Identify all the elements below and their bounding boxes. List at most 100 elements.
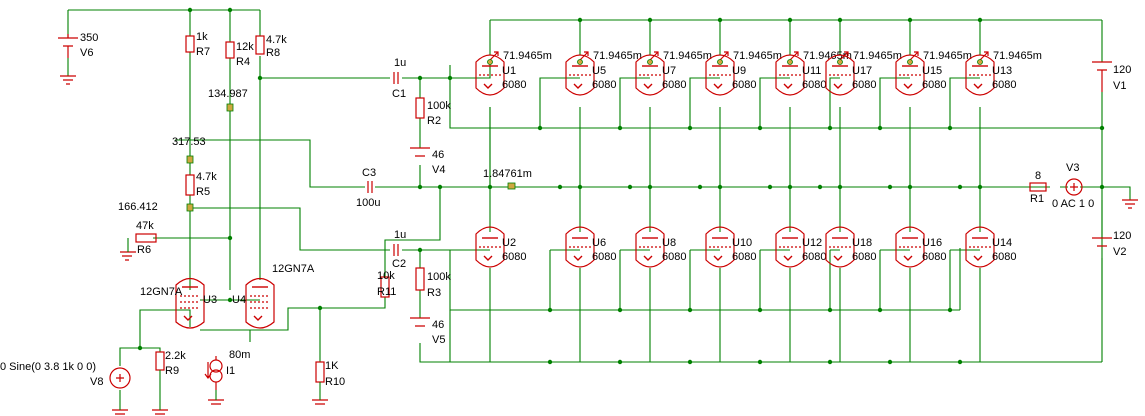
tube-type-u12: 6080 xyxy=(802,251,826,263)
tube-label-u11: U11 xyxy=(802,65,821,77)
label-c3-value: 100u xyxy=(356,197,380,209)
resistor-r3 xyxy=(415,267,425,291)
current-probe-label: 71.9465m xyxy=(503,50,552,62)
batteries xyxy=(58,34,1112,327)
current-probe-label: 71.9465m xyxy=(663,50,712,62)
label-v3-name: V3 xyxy=(1066,162,1079,174)
tube-label-u1: U1 xyxy=(502,65,516,77)
tube-u3 xyxy=(175,277,205,329)
tube-label-u18: U18 xyxy=(852,237,872,249)
tube-type-u15: 6080 xyxy=(922,79,946,91)
current-probe-arrow xyxy=(839,51,849,61)
label-v5-value: 46 xyxy=(432,319,444,331)
label-r1-value: 8 xyxy=(1035,170,1041,182)
resistor-r10 xyxy=(315,361,325,383)
current-probe-arrow xyxy=(649,51,659,61)
label-v2-name: V2 xyxy=(1113,246,1126,258)
label-r11-name: R11 xyxy=(377,286,396,298)
label-v1-name: V1 xyxy=(1113,80,1126,92)
label-r7-name: R7 xyxy=(196,46,210,58)
resistor-r1 xyxy=(1029,182,1047,192)
capacitor-c3 xyxy=(367,181,373,193)
label-r9-name: R9 xyxy=(165,365,179,377)
label-r6-value: 47k xyxy=(136,220,154,232)
wires xyxy=(67,9,1131,366)
label-u4-name: U4 xyxy=(232,294,246,306)
tube-type-u5: 6080 xyxy=(592,79,616,91)
label-v4-value: 46 xyxy=(432,149,444,161)
grounds xyxy=(60,75,1138,415)
tube-type-u2: 6080 xyxy=(502,251,526,263)
label-c3-name: C3 xyxy=(362,167,376,179)
label-r8-value: 4.7k xyxy=(266,34,287,46)
voltage-probes xyxy=(186,103,516,212)
tube-type-u8: 6080 xyxy=(662,251,686,263)
tube-label-u2: U2 xyxy=(502,237,516,249)
tube-u14: U14 6080 xyxy=(965,226,1016,268)
label-v5-name: V5 xyxy=(432,334,445,346)
tube-u7: U7 6080 71.9465m xyxy=(635,50,712,96)
label-r4-name: R4 xyxy=(236,56,250,68)
tube-type-u9: 6080 xyxy=(732,79,756,91)
capacitors xyxy=(367,72,399,256)
label-node-134: 134.987 xyxy=(208,88,248,100)
capacitor-c2 xyxy=(393,244,399,256)
tube-type-u10: 6080 xyxy=(732,251,756,263)
junctions xyxy=(137,7,1105,365)
current-probe-label: 71.9465m xyxy=(923,50,972,62)
tube-type-u18: 6080 xyxy=(852,251,876,263)
resistor-r4 xyxy=(225,41,235,59)
label-c2-name: C2 xyxy=(392,258,406,270)
label-r4-value: 12k xyxy=(236,41,254,53)
tube-label-u16: U16 xyxy=(922,237,942,249)
tube-label-u17: U17 xyxy=(852,65,872,77)
tube-type-u11: 6080 xyxy=(802,79,826,91)
current-probe-arrow xyxy=(579,51,589,61)
tube-label-u15: U15 xyxy=(922,65,942,77)
tube-label-u7: U7 xyxy=(662,65,676,77)
label-v1-value: 120 xyxy=(1113,64,1131,76)
current-probe-arrow xyxy=(979,51,989,61)
tube-type-u13: 6080 xyxy=(992,79,1016,91)
tube-label-u14: U14 xyxy=(992,237,1012,249)
label-r5-name: R5 xyxy=(196,186,210,198)
current-probe-arrow xyxy=(489,51,499,61)
label-r8-name: R8 xyxy=(266,47,280,59)
battery-v1 xyxy=(1092,61,1112,92)
current-probe-label: 71.9465m xyxy=(993,50,1042,62)
label-r6-name: R6 xyxy=(137,244,151,256)
tube-type-u16: 6080 xyxy=(922,251,946,263)
tube-type-u1: 6080 xyxy=(502,79,526,91)
tube-type-u14: 6080 xyxy=(992,251,1016,263)
label-node-166: 166.412 xyxy=(118,201,158,213)
tube-u18: U18 6080 xyxy=(825,226,876,268)
battery-v2 xyxy=(1092,237,1112,247)
label-v3-value: 0 AC 1 0 xyxy=(1052,198,1094,210)
current-probe-arrow xyxy=(719,51,729,61)
label-u4-type: 12GN7A xyxy=(272,263,315,275)
tube-type-u17: 6080 xyxy=(852,79,876,91)
label-i1-name: I1 xyxy=(226,365,235,377)
sine-source-v8 xyxy=(109,367,131,389)
label-i1-value: 80m xyxy=(229,349,250,361)
label-v6-value: 350 xyxy=(80,32,98,44)
resistor-r8 xyxy=(255,35,265,55)
tube-type-u7: 6080 xyxy=(662,79,686,91)
label-u3-type: 12GN7A xyxy=(140,286,183,298)
tube-label-u5: U5 xyxy=(592,65,606,77)
label-c1-value: 1u xyxy=(394,57,406,69)
current-probe-arrow xyxy=(909,51,919,61)
label-r10-name: R10 xyxy=(325,376,345,388)
resistor-r6 xyxy=(135,233,157,243)
current-probe-arrow xyxy=(789,51,799,61)
label-v2-value: 120 xyxy=(1113,230,1131,242)
tube-u4 xyxy=(245,277,275,329)
